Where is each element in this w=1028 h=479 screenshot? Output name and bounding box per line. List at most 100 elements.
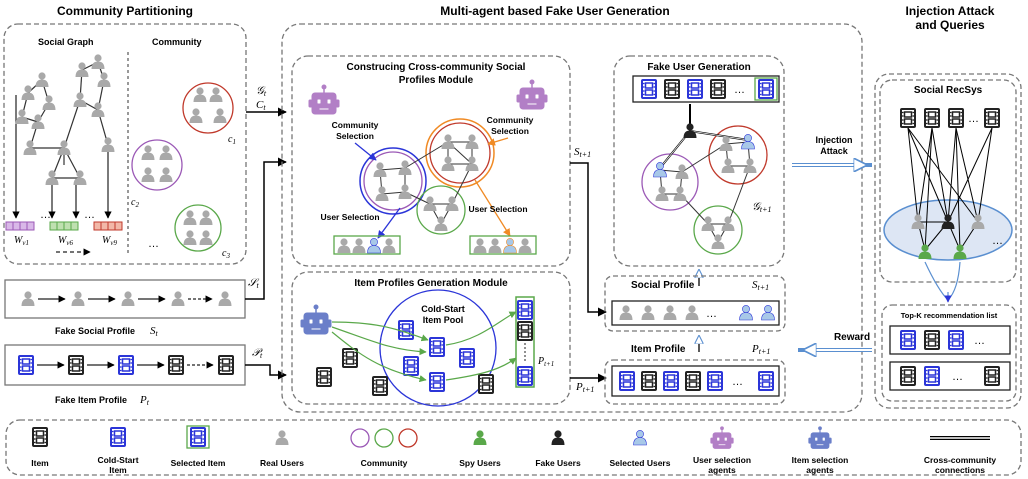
legend-cold-start-item: Cold-Start Item [97,427,139,475]
selected-user-icon [633,429,647,446]
graph-user [97,72,111,87]
multi-agent-title: Multi-agent based Fake User Generation [440,4,669,18]
community-partitioning-title: Community Partitioning [57,4,193,18]
walk-label-2: Wv6 [58,235,73,247]
social-next-arrow [570,162,607,317]
legend-community: Community [350,428,418,468]
svg-text:Fake Users: Fake Users [535,458,581,468]
social-recsys-title: Social RecSys [914,85,983,96]
social-module-title-2: Profiles Module [399,75,474,86]
fake-item-profile-symbol: Pt [139,394,150,407]
svg-text:User selection: User selection [693,455,751,465]
community-c1 [182,82,234,134]
cold-start-pool-label-2: Item Pool [423,315,464,325]
selected-item-icon [190,427,206,447]
item-selection-agent-icon [808,426,832,450]
social-input-symbol: 𝒮t [248,277,260,290]
selected-user-icon [653,161,667,178]
recsys-items: … [900,108,1000,128]
user-selection-agent-icon [308,84,340,115]
item-module-p-symbol: Pt+1 [537,356,554,368]
community-c2 [131,139,183,191]
walk-ellipsis-1: … [40,209,51,221]
community-selection-label-right-2: Selection [491,126,529,136]
social-input-arrow [245,157,287,300]
social-module-box [291,55,571,267]
graph-user [15,109,29,124]
injection-title: Injection Attack [906,4,995,18]
community-selection-arrow-right [487,137,509,146]
item-selection-arrows [331,311,517,383]
svg-text:Item selection: Item selection [792,455,849,465]
reward-label: Reward [834,332,870,343]
social-profile-label: Social Profile [631,280,695,291]
social-graph-edges [21,61,109,179]
user-selection-arrow-left [377,207,401,239]
svg-text:…: … [732,376,743,388]
graph-user [73,92,87,107]
cold-start-items [398,320,475,392]
community-selection-label-left-2: Selection [336,131,374,141]
spy-user-icon [473,430,487,445]
svg-text:agents: agents [806,465,834,475]
fake-user-generation-box [613,55,785,267]
social-next-symbol: St+1 [574,146,591,159]
community-selection-arrow-left [354,142,377,161]
walk-label-1: Wv1 [14,235,29,247]
fake-social-profile-label: Fake Social Profile [55,326,135,336]
fake-user-item-row: … [632,75,780,103]
injection-label: Injection [815,135,852,145]
item-selection-agent-icon [300,304,332,335]
svg-text:Real Users: Real Users [260,458,304,468]
fake-user-icon [551,430,565,445]
selected-community-ring [359,147,427,215]
legend-box [5,419,1022,476]
svg-text:Cross-community: Cross-community [924,455,997,465]
legend-user-selection-agents: User selection agents [693,426,751,475]
fake-item-profile-label: Fake Item Profile [55,395,127,405]
community-label: Community [152,37,202,47]
selected-users-right [469,235,537,255]
svg-text:Cold-Start: Cold-Start [97,455,138,465]
community-purple [363,151,423,211]
graph-user [91,54,105,69]
community-selection-label-right: Community [487,115,534,125]
community-partitioning-box [3,23,247,265]
item-next-symbol: Pt+1 [575,381,594,394]
legend-cross-community: Cross-community connections [924,436,997,475]
graph-user [31,114,45,129]
svg-text:Item: Item [31,458,49,468]
cold-start-item-pool [379,289,497,407]
svg-text:…: … [706,308,717,320]
community-selection-label-left: Community [332,120,379,130]
user-selection-label-right: User Selection [468,204,527,214]
walk-vector-2 [49,221,79,231]
cold-start-pool-label: Cold-Start [421,304,465,314]
item-profile-box [604,359,786,405]
svg-text:Spy Users: Spy Users [459,458,501,468]
topk-box [881,304,1017,402]
social-profile-box [604,275,786,332]
social-module-title: Construcing Cross-community Social [347,62,526,73]
walk-ellipsis-2: … [84,209,95,221]
legend-item-selection-agents: Item selection agents [792,426,849,475]
real-user-icon [275,430,289,445]
walk-vectors [5,221,123,231]
spy-query-arrow [924,261,961,301]
user-selection-agent-icon [516,79,548,110]
community-ellipsis: … [148,238,159,250]
user-ellipse [883,199,1013,261]
fake-social-profile-symbol: St [150,325,159,338]
svg-text:…: … [952,371,963,383]
selected-user-icon [741,133,755,150]
random-walk-arrows [12,95,112,219]
svg-text:Selected Item: Selected Item [171,458,226,468]
svg-text:…: … [968,113,979,125]
svg-text:Selected Users: Selected Users [610,458,671,468]
svg-text:…: … [974,335,985,347]
community-c3-label: c3 [222,248,230,260]
topk-title: Top-K recommendation list [901,311,998,320]
community-c2-label: c2 [131,197,139,209]
community-c1-label: c1 [228,134,236,146]
